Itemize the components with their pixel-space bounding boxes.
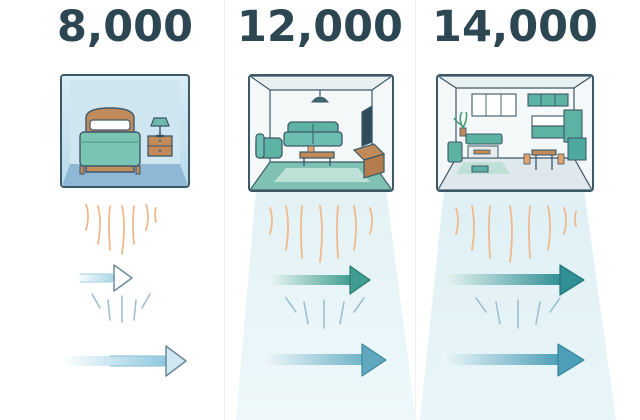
open-plan-illustration (436, 74, 594, 192)
cool-air-lines-icon (475, 297, 561, 329)
armchair-icon (255, 133, 283, 159)
sofa-icon (283, 121, 343, 147)
plant-icon (453, 111, 468, 137)
airflow-arrow (272, 265, 371, 295)
heat-waves-icon (269, 205, 373, 263)
airflow-arrow (76, 264, 133, 292)
cool-air-lines-icon (91, 293, 151, 323)
bed-icon (79, 107, 141, 175)
capacity-value: 8,000 (56, 2, 193, 52)
tv-icon (352, 104, 386, 179)
coffee-table-icon (299, 145, 335, 166)
capacity-value: 14,000 (432, 2, 598, 52)
airflow-arrow (62, 345, 187, 377)
ceiling-lamp-icon (310, 90, 330, 103)
airflow-arrow (446, 264, 585, 296)
sofa-icon (447, 133, 510, 174)
living-room-illustration (248, 74, 394, 192)
nightstand-icon (147, 117, 173, 157)
column-divider (224, 0, 225, 420)
column-divider (415, 0, 416, 420)
dining-table-icon (523, 149, 565, 170)
heat-waves-icon (85, 204, 157, 255)
kitchen-icon (531, 109, 587, 161)
bedroom-illustration (60, 74, 190, 188)
airflow-arrow (264, 343, 387, 377)
cool-air-lines-icon (285, 297, 365, 329)
capacity-value: 12,000 (237, 2, 403, 52)
airflow-arrow (442, 343, 585, 377)
heat-waves-icon (455, 205, 577, 263)
window-icon (471, 93, 517, 117)
